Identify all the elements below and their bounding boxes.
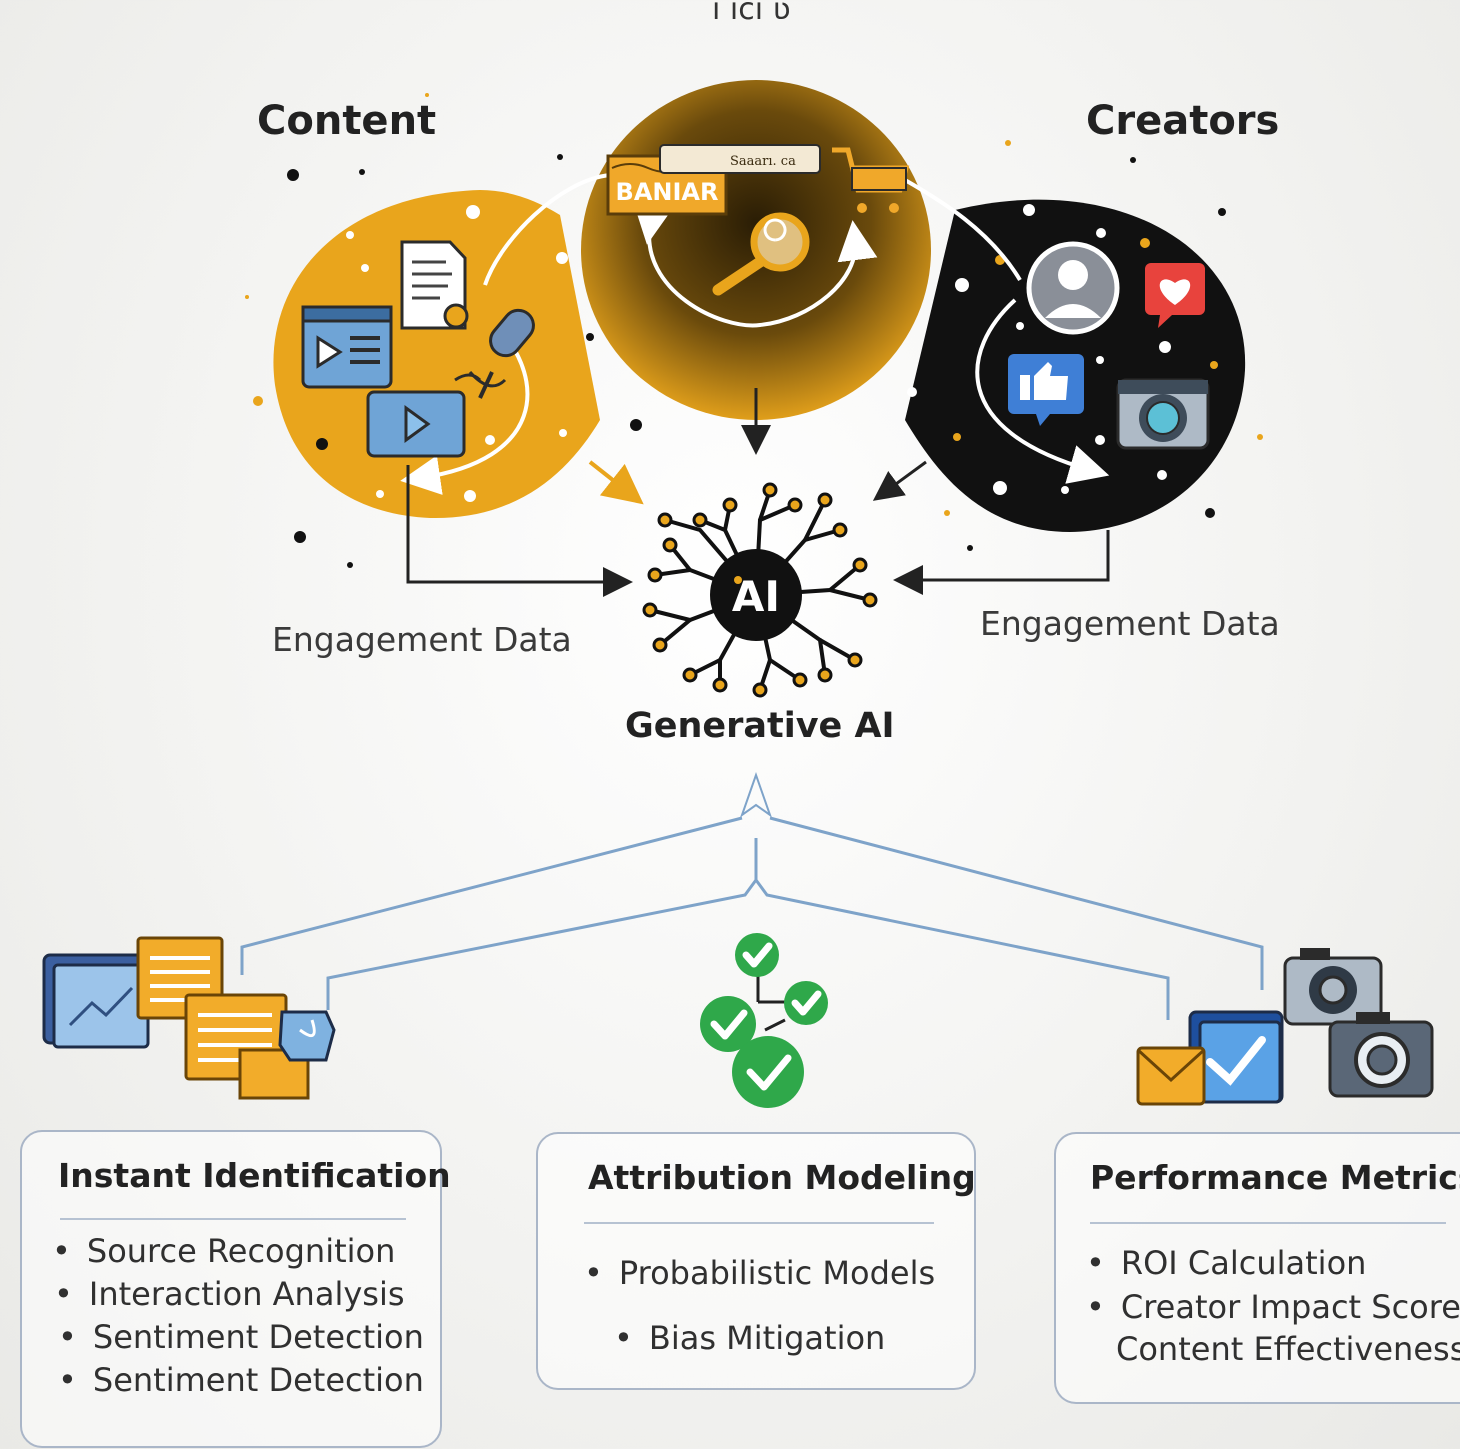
analytics-documents-icon — [42, 936, 336, 1100]
shopping-cart-icon — [832, 147, 910, 213]
list-item: Source Recognition — [52, 1232, 396, 1270]
camera-icon — [1116, 378, 1210, 450]
card-divider — [1090, 1222, 1446, 1224]
user-profile-icon — [1026, 241, 1120, 335]
search-bar-icon: Saaarı. ca — [659, 144, 821, 174]
list-item: Sentiment Detection — [58, 1361, 424, 1399]
document-icon — [400, 240, 469, 330]
list-item: Sentiment Detection — [58, 1318, 424, 1356]
ai-connectors — [406, 388, 1110, 597]
media-camera-icon — [1136, 948, 1434, 1106]
svg-text:BANIAR: BANIAR — [616, 178, 719, 206]
content-blob — [273, 190, 600, 519]
card-title: Instant Identification — [58, 1156, 451, 1195]
content-label: Content — [257, 98, 437, 144]
list-item-continuation: Content Effectiveness — [1116, 1330, 1460, 1368]
play-screen-icon — [366, 390, 466, 458]
card-title: Performance Metrics — [1090, 1158, 1460, 1197]
ai-node-tips — [642, 482, 878, 698]
checkmark-network-icon — [700, 933, 828, 1108]
engagement-data-left: Engagement Data — [272, 620, 572, 659]
content-to-ai-arrow — [588, 460, 644, 505]
ai-core — [710, 549, 802, 641]
ai-badge: AI — [732, 572, 780, 621]
list-item: ROI Calculation — [1086, 1244, 1367, 1282]
decorative-dots — [245, 93, 1263, 568]
list-item: Interaction Analysis — [54, 1275, 405, 1313]
heart-bubble-icon — [1145, 263, 1205, 328]
engagement-data-right: Engagement Data — [980, 604, 1280, 643]
card-divider — [60, 1218, 406, 1220]
card-performance-metrics: Performance Metrics ROI Calculation Crea… — [1054, 1132, 1460, 1404]
generative-ai-label: Generative AI — [625, 706, 895, 746]
svg-text:Saaarı. ca: Saaarı. ca — [730, 154, 796, 169]
thumbs-up-icon — [1008, 354, 1084, 426]
video-player-icon — [301, 305, 393, 389]
bracket-connectors — [240, 771, 1264, 1020]
magnifier-icon — [712, 212, 810, 296]
microphone-icon — [454, 308, 535, 399]
card-divider — [584, 1222, 934, 1224]
list-item: Creator Impact Score — [1086, 1288, 1460, 1326]
top-partial-label: ı ıcı ʋ — [712, 0, 791, 27]
card-attribution-modeling: Attribution Modeling Probabilistic Model… — [536, 1132, 976, 1390]
list-item: Bias Mitigation — [614, 1319, 885, 1357]
creators-label: Creators — [1086, 98, 1280, 144]
card-title: Attribution Modeling — [588, 1158, 976, 1197]
card-instant-identification: Instant Identification Source Recognitio… — [20, 1130, 451, 1448]
list-item: Probabilistic Models — [584, 1254, 935, 1292]
